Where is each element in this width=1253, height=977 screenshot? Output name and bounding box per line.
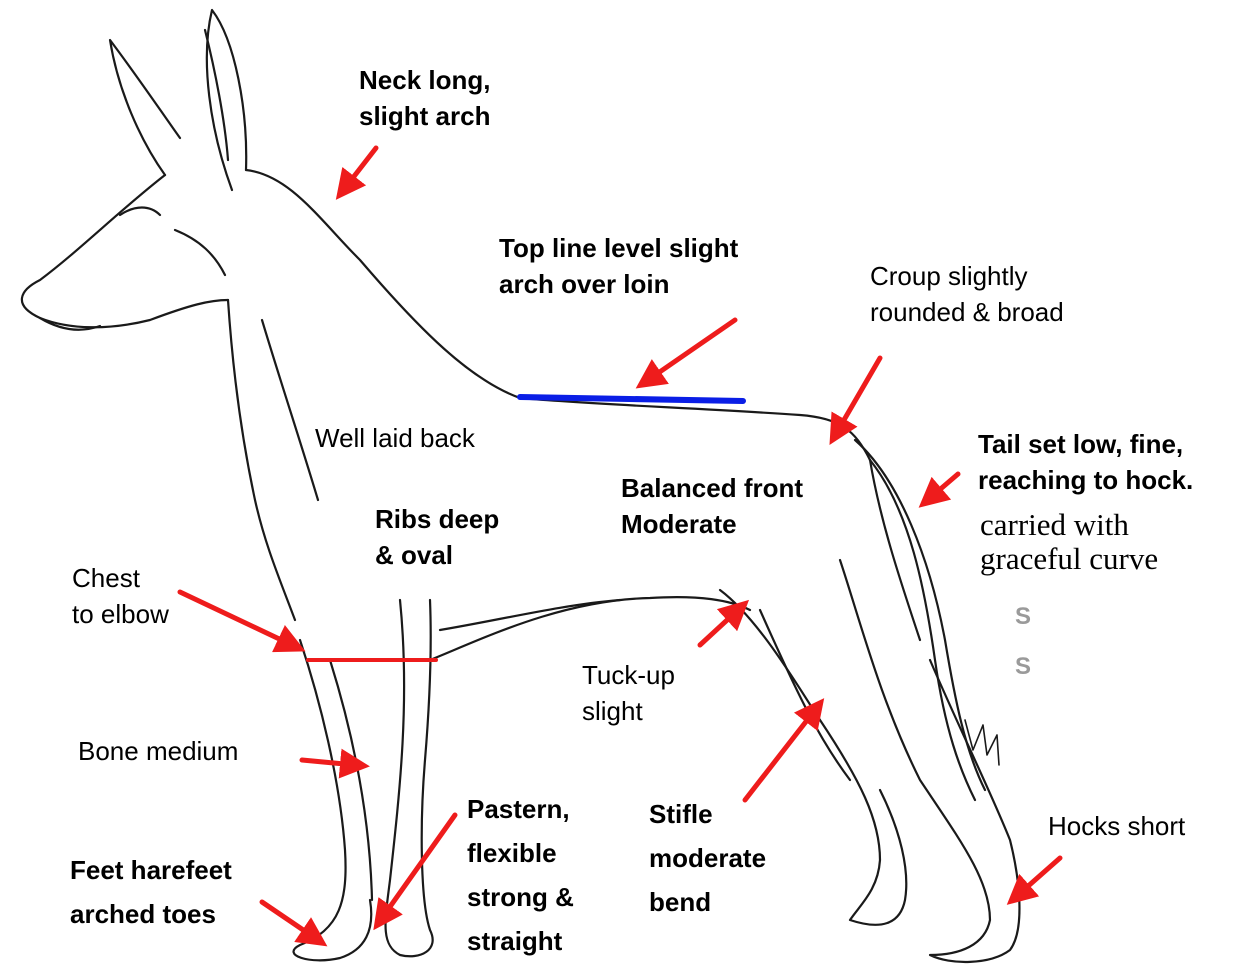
croup-label-line-1: Croup slightly xyxy=(870,258,1064,294)
pastern-line-1: Pastern, xyxy=(467,787,574,831)
tail-carriage-label: carried with graceful curve xyxy=(980,508,1158,576)
stifle-arrow xyxy=(745,710,815,800)
balanced-front-label: Balanced front Moderate xyxy=(621,470,803,542)
hocks-arrow xyxy=(1018,858,1060,895)
faint-mark-2: S xyxy=(1015,650,1031,684)
stifle-line-1: Stifle xyxy=(649,792,766,836)
chest-label-line-2: to elbow xyxy=(72,596,169,632)
pastern-line-3: strong & xyxy=(467,875,574,919)
feet-label: Feet harefeet arched toes xyxy=(70,848,232,936)
chest-arrow xyxy=(180,592,292,645)
top-line-label: Top line level slight arch over loin xyxy=(499,230,738,302)
neck-label-line-1: Neck long, xyxy=(359,62,490,98)
tuck-up-line-1: Tuck-up xyxy=(582,657,675,693)
tuck-up-label: Tuck-up slight xyxy=(582,657,675,729)
bone-arrow xyxy=(302,760,355,765)
stifle-label: Stifle moderate bend xyxy=(649,792,766,924)
top-line-arrow xyxy=(648,320,735,380)
ribs-label-line-1: Ribs deep xyxy=(375,501,499,537)
ribs-label: Ribs deep & oval xyxy=(375,501,499,573)
top-line-label-line-2: arch over loin xyxy=(499,266,738,302)
neck-label: Neck long, slight arch xyxy=(359,62,490,134)
croup-arrow xyxy=(837,358,880,432)
ribs-label-line-2: & oval xyxy=(375,537,499,573)
stifle-line-3: bend xyxy=(649,880,766,924)
tail-carriage-line-1: carried with xyxy=(980,508,1158,542)
feet-arrow xyxy=(262,902,315,938)
balanced-front-line-2: Moderate xyxy=(621,506,803,542)
tuck-up-arrow xyxy=(700,610,738,645)
pastern-label: Pastern, flexible strong & straight xyxy=(467,787,574,963)
chest-label-line-1: Chest xyxy=(72,560,169,596)
hocks-label: Hocks short xyxy=(1048,808,1185,844)
tail-arrow xyxy=(930,474,958,498)
chest-label: Chest to elbow xyxy=(72,560,169,632)
top-line-label-line-1: Top line level slight xyxy=(499,230,738,266)
neck-arrow xyxy=(345,148,376,188)
feet-line-1: Feet harefeet xyxy=(70,848,232,892)
well-laid-back-label: Well laid back xyxy=(315,420,475,456)
tail-label: Tail set low, fine, reaching to hock. xyxy=(978,426,1193,498)
tuck-up-line-2: slight xyxy=(582,693,675,729)
pastern-arrow xyxy=(382,815,455,918)
stifle-line-2: moderate xyxy=(649,836,766,880)
neck-label-line-2: slight arch xyxy=(359,98,490,134)
tail-label-line-2: reaching to hock. xyxy=(978,462,1193,498)
topline-level-line xyxy=(520,397,743,401)
croup-label: Croup slightly rounded & broad xyxy=(870,258,1064,330)
pastern-line-2: flexible xyxy=(467,831,574,875)
croup-label-line-2: rounded & broad xyxy=(870,294,1064,330)
tail-carriage-line-2: graceful curve xyxy=(980,542,1158,576)
balanced-front-line-1: Balanced front xyxy=(621,470,803,506)
feet-line-2: arched toes xyxy=(70,892,232,936)
bone-label: Bone medium xyxy=(78,733,238,769)
pastern-line-4: straight xyxy=(467,919,574,963)
faint-mark-1: S xyxy=(1015,600,1031,634)
tail-label-line-1: Tail set low, fine, xyxy=(978,426,1193,462)
